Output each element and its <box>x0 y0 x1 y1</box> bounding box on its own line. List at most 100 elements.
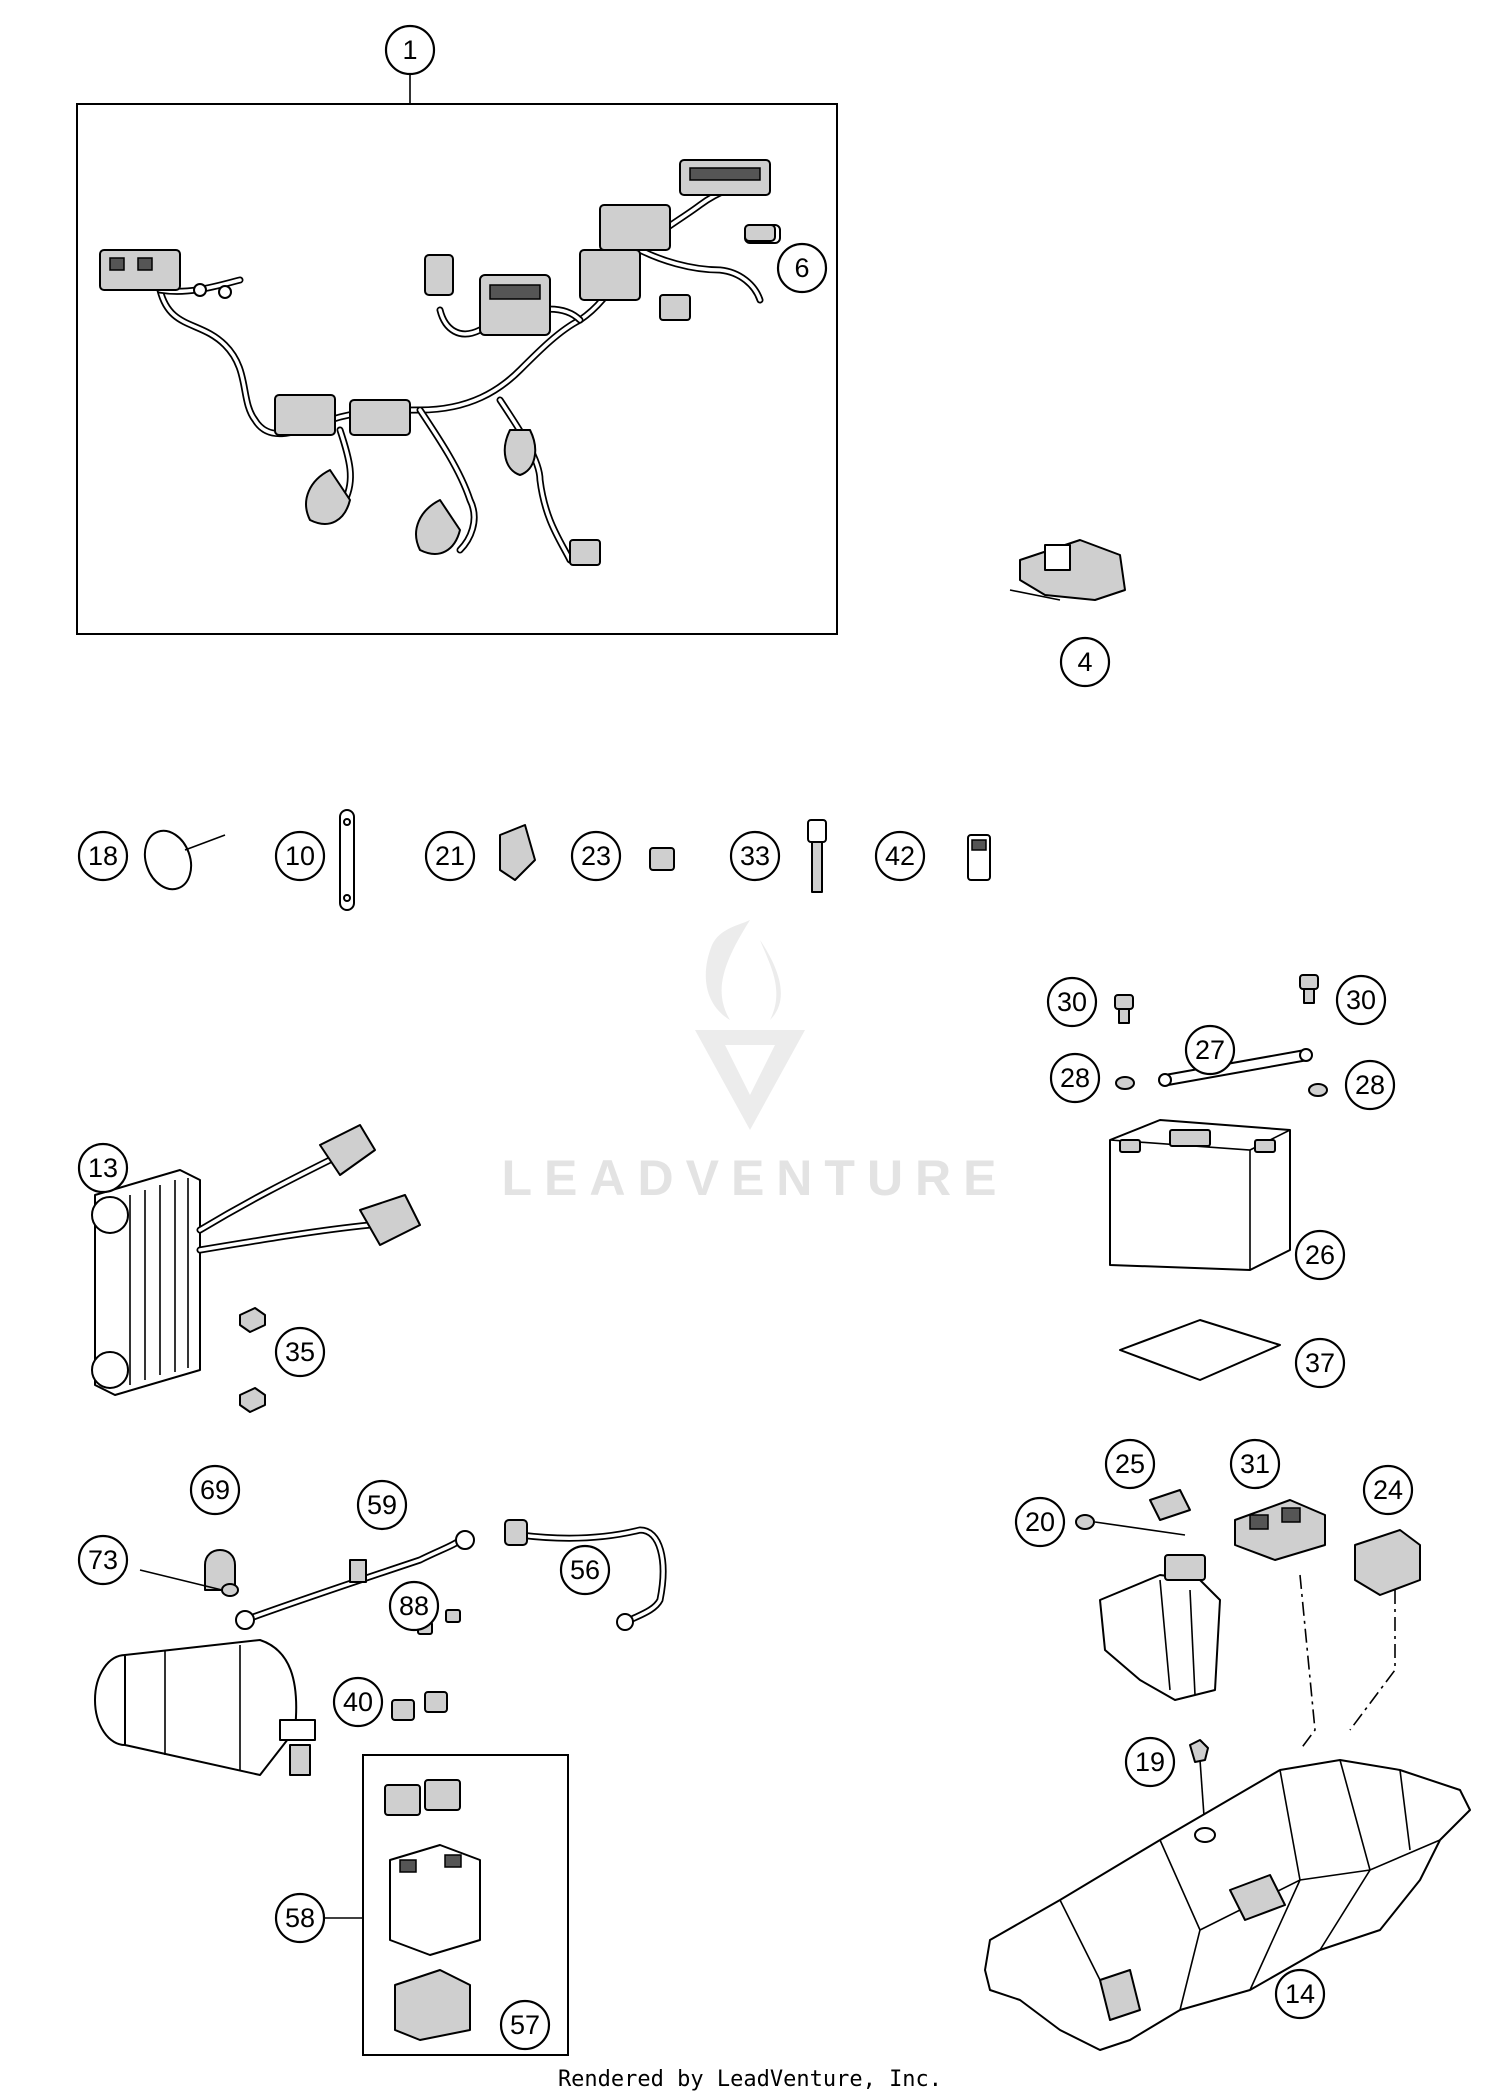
callout-59: 59 <box>356 1479 408 1531</box>
svg-text:73: 73 <box>88 1545 118 1575</box>
starter-motor-part <box>94 1639 316 1776</box>
svg-text:28: 28 <box>1355 1070 1385 1100</box>
svg-text:59: 59 <box>367 1490 397 1520</box>
callout-58: 58 <box>274 1892 326 1944</box>
watermark: LEADVENTURE <box>501 920 1008 1206</box>
callout-1: 1 <box>384 24 436 76</box>
svg-text:19: 19 <box>1135 1747 1165 1777</box>
svg-text:69: 69 <box>200 1475 230 1505</box>
battery-holder-part <box>1099 1554 1221 1701</box>
cap-part <box>499 824 536 881</box>
callout-bubbles: 1 6 4 18 10 21 23 33 42 30 30 27 28 28 1… <box>77 24 1414 2051</box>
svg-text:58: 58 <box>285 1903 315 1933</box>
svg-text:18: 18 <box>88 841 118 871</box>
cable-part <box>504 1519 667 1631</box>
strap-part <box>339 809 355 911</box>
callout-13: 13 <box>77 1142 129 1194</box>
cover-part <box>424 1691 448 1713</box>
svg-text:56: 56 <box>570 1555 600 1585</box>
cable-part <box>235 1530 475 1630</box>
callout-35: 35 <box>274 1326 326 1378</box>
svg-text:33: 33 <box>740 841 770 871</box>
wiring-harness-frame <box>76 103 838 635</box>
assembly-line <box>1299 1574 1316 1751</box>
watermark-text: LEADVENTURE <box>501 1150 1008 1206</box>
callout-30-right: 30 <box>1335 974 1387 1026</box>
callout-14: 14 <box>1274 1968 1326 2020</box>
callout-18: 18 <box>77 830 129 882</box>
screw-part <box>445 1609 461 1623</box>
chevron-logo-icon <box>695 1030 805 1130</box>
battery-strap-part <box>1158 1048 1313 1087</box>
svg-text:13: 13 <box>88 1153 118 1183</box>
svg-text:25: 25 <box>1115 1449 1145 1479</box>
starter-relay-part <box>384 1779 481 2041</box>
svg-text:35: 35 <box>285 1337 315 1367</box>
callout-69: 69 <box>189 1464 241 1516</box>
callout-26: 26 <box>1294 1229 1346 1281</box>
svg-text:1: 1 <box>402 35 417 65</box>
callout-33: 33 <box>729 830 781 882</box>
voltage-regulator-part <box>91 1124 421 1396</box>
screw-part <box>1299 974 1319 1004</box>
clip-part <box>649 847 675 871</box>
wiring-harness-part <box>99 159 781 566</box>
callout-21: 21 <box>424 830 476 882</box>
svg-text:24: 24 <box>1373 1475 1403 1505</box>
svg-text:20: 20 <box>1025 1507 1055 1537</box>
fuse-part <box>967 834 991 881</box>
relay-cover-part <box>1354 1529 1421 1596</box>
nut-part <box>239 1307 266 1333</box>
callout-24: 24 <box>1362 1464 1414 1516</box>
svg-text:88: 88 <box>399 1591 429 1621</box>
washer-part <box>1308 1083 1328 1097</box>
svg-text:26: 26 <box>1305 1240 1335 1270</box>
svg-text:4: 4 <box>1077 647 1092 677</box>
nut-part <box>1075 1514 1095 1530</box>
svg-text:10: 10 <box>285 841 315 871</box>
callout-40: 40 <box>332 1676 384 1728</box>
callout-23: 23 <box>570 830 622 882</box>
svg-text:23: 23 <box>581 841 611 871</box>
callout-6: 6 <box>776 242 828 294</box>
callout-25: 25 <box>1104 1438 1156 1490</box>
svg-text:14: 14 <box>1285 1979 1315 2009</box>
callout-88: 88 <box>388 1580 440 1632</box>
nut-part <box>1189 1739 1209 1763</box>
callout-20: 20 <box>1014 1496 1066 1548</box>
svg-text:27: 27 <box>1195 1035 1225 1065</box>
svg-text:28: 28 <box>1060 1063 1090 1093</box>
footer-credit: Rendered by LeadVenture, Inc. <box>557 2067 943 2092</box>
bracket-part <box>1009 539 1126 601</box>
svg-text:40: 40 <box>343 1687 373 1717</box>
callout-57: 57 <box>499 1999 551 2051</box>
callout-4: 4 <box>1059 636 1111 688</box>
connector-part <box>744 224 776 242</box>
boot-part <box>204 1549 236 1591</box>
cover-part <box>391 1699 415 1721</box>
svg-text:6: 6 <box>794 253 809 283</box>
nut-part <box>239 1387 266 1413</box>
svg-text:21: 21 <box>435 841 465 871</box>
callout-10: 10 <box>274 830 326 882</box>
fuse-box-part <box>1234 1499 1326 1561</box>
svg-text:31: 31 <box>1240 1449 1270 1479</box>
callout-42: 42 <box>874 830 926 882</box>
callout-28-left: 28 <box>1049 1052 1101 1104</box>
svg-text:30: 30 <box>1057 987 1087 1017</box>
callout-28-right: 28 <box>1344 1059 1396 1111</box>
callout-31: 31 <box>1229 1438 1281 1490</box>
leader-line <box>1094 1521 1186 1536</box>
screw-part <box>1114 994 1134 1024</box>
assembly-line <box>1349 1590 1396 1731</box>
callout-19: 19 <box>1124 1736 1176 1788</box>
starter-relay-frame <box>362 1754 569 2056</box>
battery-pad-part <box>1119 1319 1281 1381</box>
callout-73: 73 <box>77 1534 129 1586</box>
svg-text:30: 30 <box>1346 985 1376 1015</box>
callout-56: 56 <box>559 1544 611 1596</box>
callout-27: 27 <box>1184 1024 1236 1076</box>
nut-part <box>221 1583 239 1597</box>
svg-text:37: 37 <box>1305 1348 1335 1378</box>
